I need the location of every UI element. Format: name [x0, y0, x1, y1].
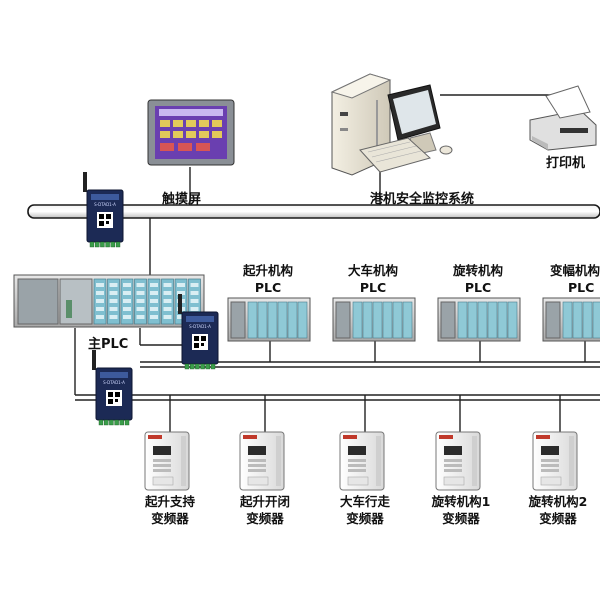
plc-rack-3	[542, 297, 600, 342]
plc-rack-0	[227, 297, 311, 342]
inverter-bus	[75, 394, 600, 401]
plc-rack-2	[437, 297, 521, 342]
wireless-gateway-1: S-DTAD1-A	[178, 294, 219, 370]
wireless-gateway-2: S-DTAD1-A	[92, 350, 133, 426]
hmi-label: 触摸屏	[162, 192, 202, 207]
ethernet-bus	[27, 204, 600, 219]
printer-label: 打印机	[546, 156, 586, 171]
plc-group	[227, 297, 600, 342]
connection-lines	[74, 94, 586, 435]
inverter-2	[339, 431, 385, 491]
printer-icon	[529, 85, 597, 151]
plc-rack-1	[332, 297, 416, 342]
gateway-model-text: S-DTAD1-A	[189, 324, 211, 329]
inverter-label-hoist-support: 起升支持变频器	[144, 494, 195, 526]
gateway-model-text: S-DTAD1-A	[103, 380, 125, 385]
hmi-touchscreen-icon	[147, 99, 235, 166]
computer-icon	[330, 73, 453, 176]
inverter-group	[144, 431, 578, 491]
inverter-label-travel: 大车行走变频器	[339, 494, 390, 526]
inverter-0	[144, 431, 190, 491]
gateway-model-text: S-DTAD1-A	[94, 202, 116, 207]
monitor-system-label: 港机安全监控系统	[370, 192, 475, 207]
inverter-4	[532, 431, 578, 491]
main-plc-label: 主PLC	[88, 337, 129, 352]
inverter-1	[239, 431, 285, 491]
gateway-group: S-DTAD1-A S-DTAD1-A S-DTAD1-A	[83, 172, 219, 426]
wireless-gateway-0: S-DTAD1-A	[83, 172, 124, 248]
inverter-3	[435, 431, 481, 491]
inverter-label-hoist-open-close: 起升开闭变频器	[239, 494, 290, 526]
